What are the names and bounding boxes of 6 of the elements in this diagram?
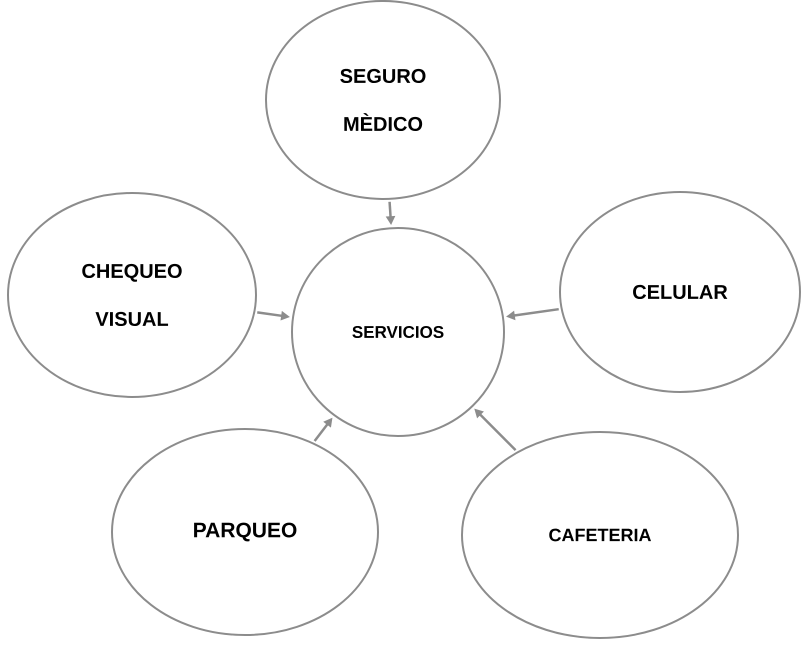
ellipse-node: CHEQUEO VISUAL — [7, 192, 257, 398]
ellipse-node: PARQUEO — [111, 428, 379, 636]
ellipse-node: CELULAR — [559, 190, 801, 393]
ellipse-node: SEGURO MÈDICO — [265, 0, 501, 200]
ellipse-node: CAFETERIA — [461, 430, 739, 639]
ellipse-node: SERVICIOS — [291, 227, 505, 437]
